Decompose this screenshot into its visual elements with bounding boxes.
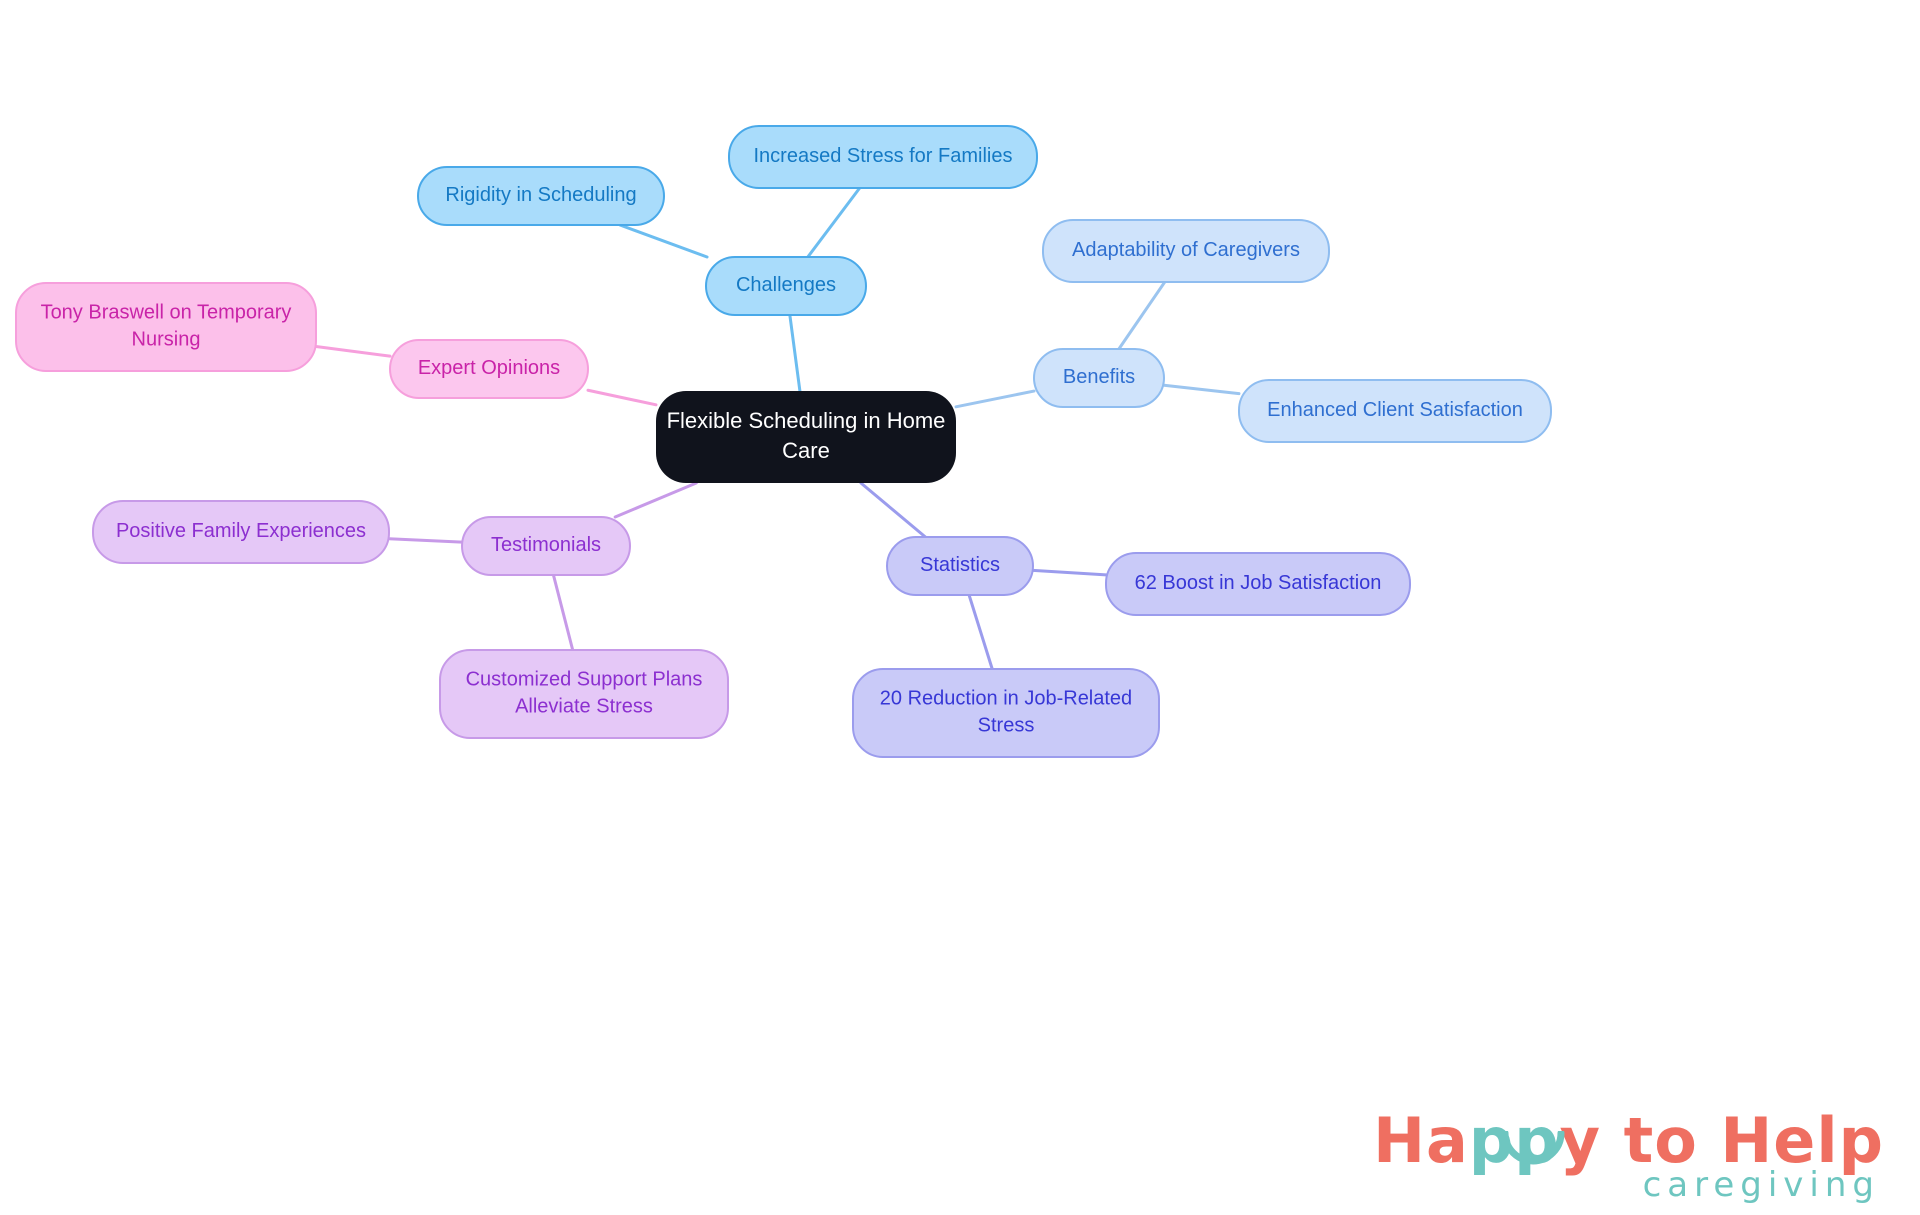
node-label-line: 20 Reduction in Job-Related: [880, 688, 1132, 710]
logo-text-y: y: [1559, 1104, 1602, 1178]
mindmap-node-expert-opinions[interactable]: Expert Opinions: [389, 339, 589, 399]
node-label-line: 62 Boost in Job Satisfaction: [1135, 572, 1382, 594]
connector-line: [1117, 280, 1167, 351]
connector-line: [551, 573, 575, 652]
node-label-line: Increased Stress for Families: [754, 145, 1013, 167]
node-label: Benefits: [1063, 366, 1135, 388]
node-label: Testimonials: [491, 534, 601, 556]
node-shape[interactable]: [417, 166, 665, 226]
node-shape[interactable]: [15, 282, 317, 372]
mindmap-node-62-boost-in-job-satisfaction[interactable]: 62 Boost in Job Satisfaction: [1105, 552, 1411, 616]
node-label-line: Challenges: [736, 274, 836, 296]
connector-line: [859, 481, 927, 539]
connector-line: [618, 223, 709, 259]
node-label-line: Statistics: [920, 554, 1000, 576]
smile-icon: [1501, 1115, 1565, 1165]
mindmap-node-increased-stress-for-families[interactable]: Increased Stress for Families: [728, 125, 1038, 189]
connector-line: [954, 389, 1036, 409]
logo-text-help: Help: [1720, 1104, 1884, 1178]
logo-text-ha: Ha: [1373, 1104, 1469, 1178]
node-shape[interactable]: [886, 536, 1034, 596]
connector-line: [806, 186, 862, 259]
node-label-line: Flexible Scheduling in Home: [667, 408, 946, 433]
connector-line: [788, 313, 802, 393]
mindmap-node-enhanced-client-satisfaction[interactable]: Enhanced Client Satisfaction: [1238, 379, 1552, 443]
node-label-line: Tony Braswell on Temporary: [41, 302, 292, 324]
node-shape[interactable]: [92, 500, 390, 564]
connector-line: [586, 388, 658, 407]
node-label-line: Customized Support Plans: [466, 669, 703, 691]
connector-line: [387, 537, 464, 544]
node-label-line: Benefits: [1063, 366, 1135, 388]
mindmap-node-challenges[interactable]: Challenges: [705, 256, 867, 316]
connector-line: [967, 593, 994, 671]
node-label: Expert Opinions: [418, 357, 560, 379]
node-label-line: Positive Family Experiences: [116, 520, 366, 542]
node-label-line: Expert Opinions: [418, 357, 560, 379]
mindmap-node-benefits[interactable]: Benefits: [1033, 348, 1165, 408]
connector-line: [1031, 568, 1108, 577]
node-label-line: Enhanced Client Satisfaction: [1267, 399, 1523, 421]
node-label-line: Care: [782, 438, 830, 463]
node-shape[interactable]: [1042, 219, 1330, 283]
node-shape[interactable]: [1033, 348, 1165, 408]
node-label: Enhanced Client Satisfaction: [1267, 399, 1523, 421]
node-shape[interactable]: [389, 339, 589, 399]
brand-logo: Happy to Help caregiving: [1373, 1110, 1884, 1205]
node-shape[interactable]: [852, 668, 1160, 758]
node-label-line: Nursing: [132, 329, 201, 351]
node-shape[interactable]: [728, 125, 1038, 189]
mindmap-node-positive-family-experiences[interactable]: Positive Family Experiences: [92, 500, 390, 564]
mindmap-node-testimonials[interactable]: Testimonials: [461, 516, 631, 576]
node-label-line: Rigidity in Scheduling: [445, 184, 636, 206]
node-label-line: Alleviate Stress: [515, 696, 653, 718]
node-label: Increased Stress for Families: [754, 145, 1013, 167]
node-shape[interactable]: [461, 516, 631, 576]
logo-subtitle: caregiving: [1642, 1165, 1880, 1205]
mindmap-node-statistics[interactable]: Statistics: [886, 536, 1034, 596]
node-label: Statistics: [920, 554, 1000, 576]
node-label-line: Stress: [978, 715, 1035, 737]
node-label: Challenges: [736, 274, 836, 296]
node-label-line: Adaptability of Caregivers: [1072, 239, 1300, 261]
connector-line: [1162, 383, 1241, 396]
logo-wordmark: Happy to Help: [1373, 1110, 1884, 1172]
node-shape[interactable]: [439, 649, 729, 739]
node-label: Rigidity in Scheduling: [445, 184, 636, 206]
connector-lines: [314, 186, 1241, 671]
mindmap-node-rigidity-in-scheduling[interactable]: Rigidity in Scheduling: [417, 166, 665, 226]
node-label: Positive Family Experiences: [116, 520, 366, 542]
node-shape[interactable]: [656, 391, 956, 483]
node-shape[interactable]: [1238, 379, 1552, 443]
node-label-line: Testimonials: [491, 534, 601, 556]
connector-line: [314, 345, 392, 358]
mindmap-node-adaptability-of-caregivers[interactable]: Adaptability of Caregivers: [1042, 219, 1330, 283]
node-shape[interactable]: [1105, 552, 1411, 616]
connector-line: [613, 481, 698, 519]
node-label: 62 Boost in Job Satisfaction: [1135, 572, 1382, 594]
node-shape[interactable]: [705, 256, 867, 316]
node-label: Adaptability of Caregivers: [1072, 239, 1300, 261]
logo-text-to: to: [1601, 1104, 1721, 1178]
